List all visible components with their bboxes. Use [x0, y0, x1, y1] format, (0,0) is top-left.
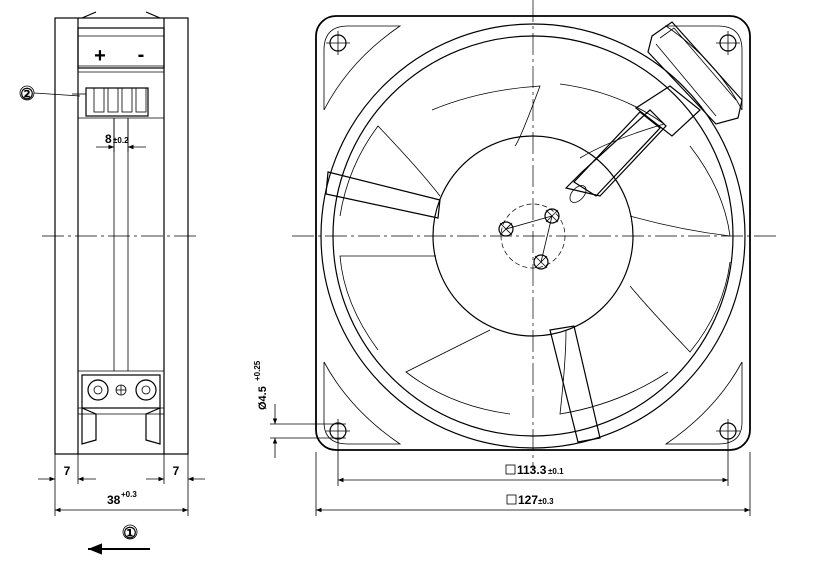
side-right-edge-dim: 7 [173, 464, 180, 478]
fan-blades [339, 83, 731, 415]
frame-dim-tol: ±0.3 [538, 497, 554, 506]
hole-dim-tol: +0.25 [253, 360, 262, 381]
polarity-plus-label: + [94, 45, 106, 67]
side-left-edge-dim: 7 [64, 464, 71, 478]
side-view: + - ② 8 ±0.2 [19, 11, 205, 555]
callout-airflow-circle [122, 524, 138, 540]
connector-housing [77, 27, 165, 69]
strut-bottom [549, 325, 601, 443]
frame-dim-value: 127 [518, 493, 538, 507]
callout-airflow-label: ① [123, 525, 136, 542]
front-view: Ø4.5 +0.25 113.3 ±0.1 127 ±0.3 [253, 0, 776, 516]
side-depth-dim-value: 38 [107, 493, 121, 507]
hub-screw-2 [544, 208, 560, 224]
side-pitch-dim-value: 8 [105, 132, 112, 146]
mount-boss-right [135, 379, 157, 401]
side-pitch-dim-tol: ±0.2 [113, 136, 129, 145]
polarity-minus-label: - [138, 44, 145, 66]
side-depth-dim-tol: +0.3 [121, 490, 137, 499]
mount-boss-left [87, 379, 109, 401]
hub-screw-3 [533, 254, 549, 270]
hole-dim-value: Ø4.5 [257, 386, 269, 410]
pitch-dim-tol: ±0.1 [548, 467, 564, 476]
connector-body [573, 21, 743, 197]
strut-top-right [564, 109, 667, 197]
pitch-dim-value: 113.3 [517, 463, 547, 477]
strut-left [325, 171, 441, 219]
bottom-boss [81, 374, 161, 409]
callout-terminal-label: ② [20, 86, 33, 103]
